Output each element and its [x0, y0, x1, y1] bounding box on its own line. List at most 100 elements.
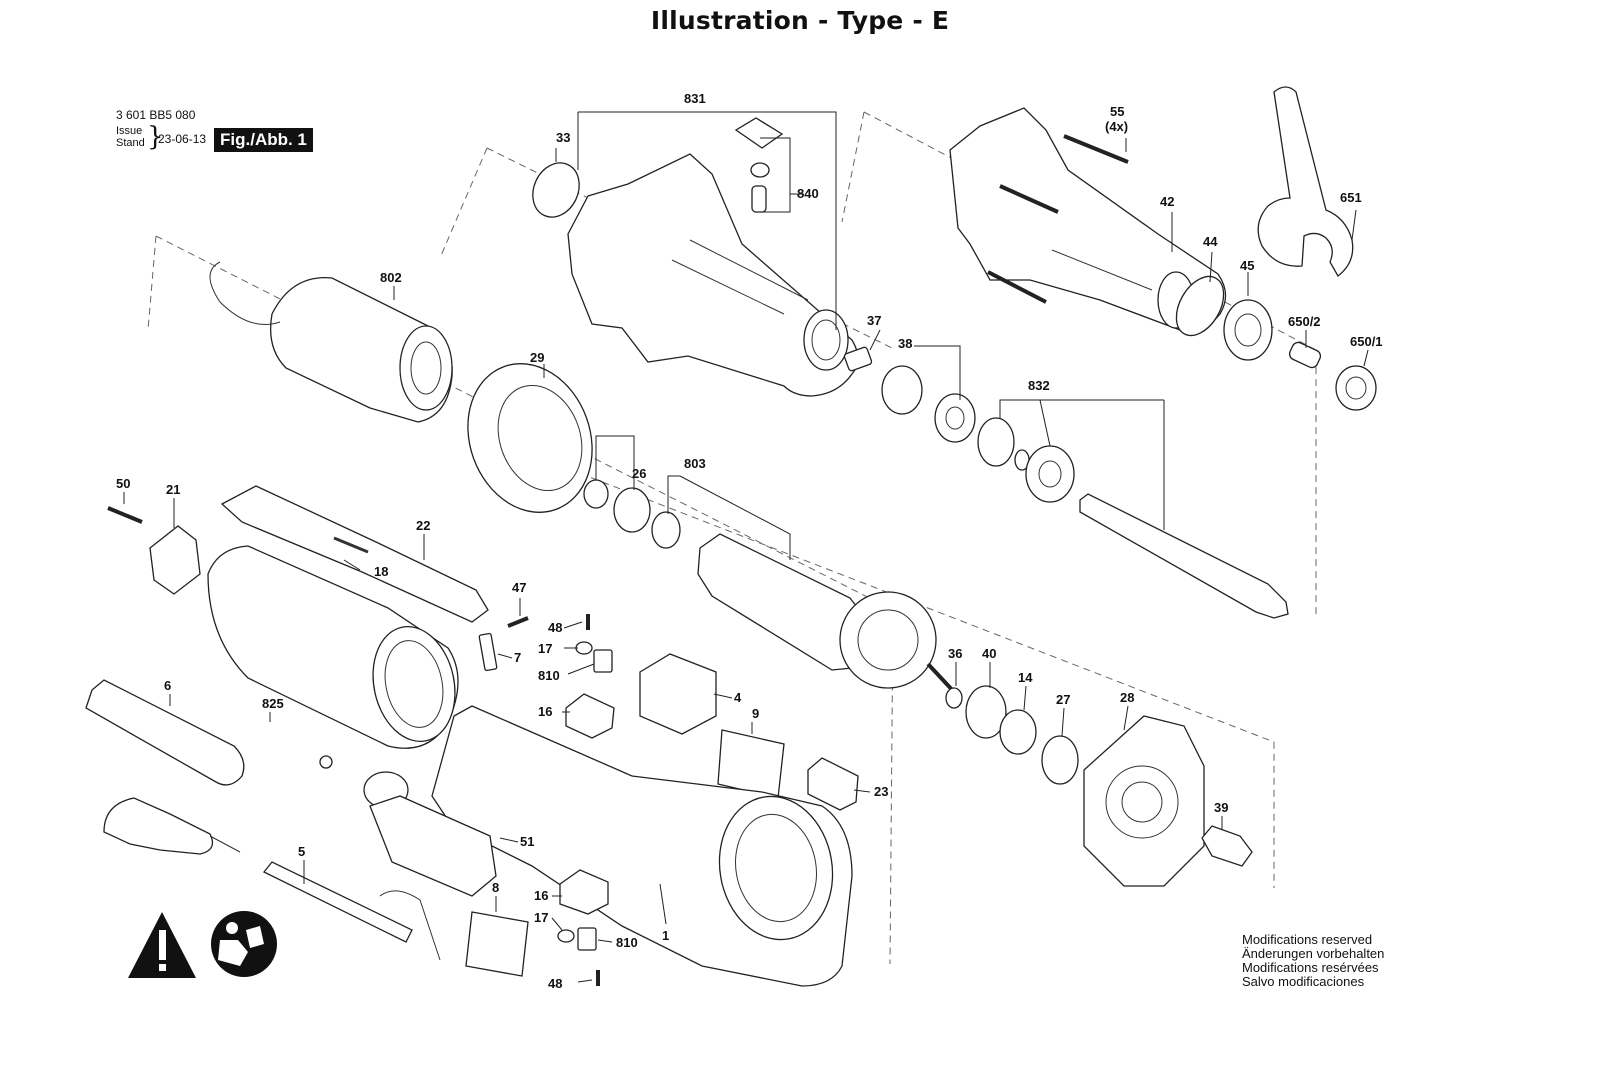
gear-housing-42 — [949, 107, 1227, 332]
spindle — [1079, 493, 1289, 619]
bearing-832a — [934, 393, 976, 443]
part-small — [319, 755, 333, 769]
part-label: 803 — [684, 456, 706, 471]
part-39 — [1201, 825, 1253, 867]
part-label: (4x) — [1105, 119, 1128, 134]
gear-housing-831 — [567, 153, 859, 397]
collet-650-2 — [1288, 341, 1322, 369]
part-label: 44 — [1203, 234, 1218, 249]
plug-cord-5 — [103, 797, 441, 961]
part-label: 17 — [538, 641, 552, 656]
modifications-line: Modifications reserved — [1242, 932, 1373, 947]
modifications-line: Salvo modificaciones — [1242, 974, 1365, 989]
issue-stand-labels: Issue Stand — [116, 125, 145, 149]
part-label: 26 — [632, 466, 646, 481]
part-label: 29 — [530, 350, 544, 365]
part-label: 50 — [116, 476, 130, 491]
part-labels: 831 33 840 55 (4x) 42 651 44 45 650/2 65… — [116, 91, 1383, 991]
part-label: 18 — [374, 564, 388, 579]
part-label: 4 — [734, 690, 742, 705]
part-label: 55 — [1110, 104, 1124, 119]
part-label: 16 — [538, 704, 552, 719]
label-8 — [465, 911, 529, 977]
spring-17a — [575, 641, 593, 655]
part-label: 39 — [1214, 800, 1228, 815]
part-label: 810 — [616, 935, 638, 950]
part-label: 9 — [752, 706, 759, 721]
part-7 — [478, 632, 498, 672]
brush-holder-16b — [559, 869, 609, 915]
screws-55 — [987, 134, 1129, 304]
part-38 — [881, 365, 923, 415]
ring-27 — [1041, 735, 1079, 785]
washer-36 — [945, 687, 963, 709]
part-label: 6 — [164, 678, 171, 693]
warning-triangle-icon — [128, 912, 196, 978]
part-label: 840 — [797, 186, 819, 201]
leader-lines — [123, 111, 1369, 983]
brush-810b — [577, 927, 597, 951]
part-label: 7 — [514, 650, 521, 665]
bearing-26b — [613, 487, 651, 533]
part-label: 38 — [898, 336, 912, 351]
figure-label: Fig./Abb. 1 — [214, 128, 313, 152]
bearing-26a — [583, 479, 609, 509]
part-label: 22 — [416, 518, 430, 533]
bearing-14 — [999, 709, 1037, 755]
main-housing-1 — [431, 705, 853, 987]
modifications-line: Modifications resérvées — [1242, 960, 1379, 975]
part-label: 650/2 — [1288, 314, 1321, 329]
motor-housing-825 — [207, 545, 459, 749]
stand-label: Stand — [116, 137, 145, 149]
part-label: 825 — [262, 696, 284, 711]
screw-47 — [507, 616, 529, 628]
part-21 — [149, 525, 201, 595]
part-label: 36 — [948, 646, 962, 661]
part-23 — [807, 757, 859, 811]
field-coil-802 — [209, 261, 453, 423]
part-label: 651 — [1340, 190, 1362, 205]
part-label: 40 — [982, 646, 996, 661]
brace: } — [147, 122, 164, 152]
part-label: 5 — [298, 844, 305, 859]
part-label: 37 — [867, 313, 881, 328]
issue-label: Issue — [116, 125, 143, 137]
part-label: 14 — [1018, 670, 1033, 685]
spring-18 — [333, 536, 369, 554]
modifications-notice: Modifications reserved Änderungen vorbeh… — [1242, 933, 1384, 989]
part-4 — [639, 653, 717, 735]
part-label: 1 — [662, 928, 669, 943]
armature-803 — [697, 533, 958, 696]
part-label: 810 — [538, 668, 560, 683]
fan-baffle-29 — [467, 363, 593, 513]
lock-parts-840 — [734, 117, 784, 213]
part-label: 48 — [548, 976, 562, 991]
document-number: 3 601 BB5 080 — [116, 108, 196, 122]
spring-17b — [557, 929, 575, 943]
part-label: 21 — [166, 482, 180, 497]
part-label: 28 — [1120, 690, 1134, 705]
ring-832 — [977, 417, 1015, 467]
part-label: 650/1 — [1350, 334, 1383, 349]
part-label: 47 — [512, 580, 526, 595]
o-ring-33 — [532, 162, 580, 218]
part-label: 45 — [1240, 258, 1254, 273]
brush-810a — [593, 649, 613, 673]
screw-50 — [107, 506, 143, 524]
part-label: 831 — [684, 91, 706, 106]
part-label: 23 — [874, 784, 888, 799]
switch-51 — [363, 771, 497, 897]
issue-date: 23-06-13 — [158, 132, 207, 146]
nut-45 — [1223, 299, 1273, 361]
cord-guard-6 — [85, 679, 245, 786]
part-label: 8 — [492, 880, 499, 895]
read-manual-icon — [211, 911, 277, 977]
part-label: 27 — [1056, 692, 1070, 707]
circlip-40 — [965, 685, 1007, 739]
part-label: 48 — [548, 620, 562, 635]
part-label: 17 — [534, 910, 548, 925]
part-label: 51 — [520, 834, 534, 849]
part-label: 802 — [380, 270, 402, 285]
part-label: 42 — [1160, 194, 1174, 209]
